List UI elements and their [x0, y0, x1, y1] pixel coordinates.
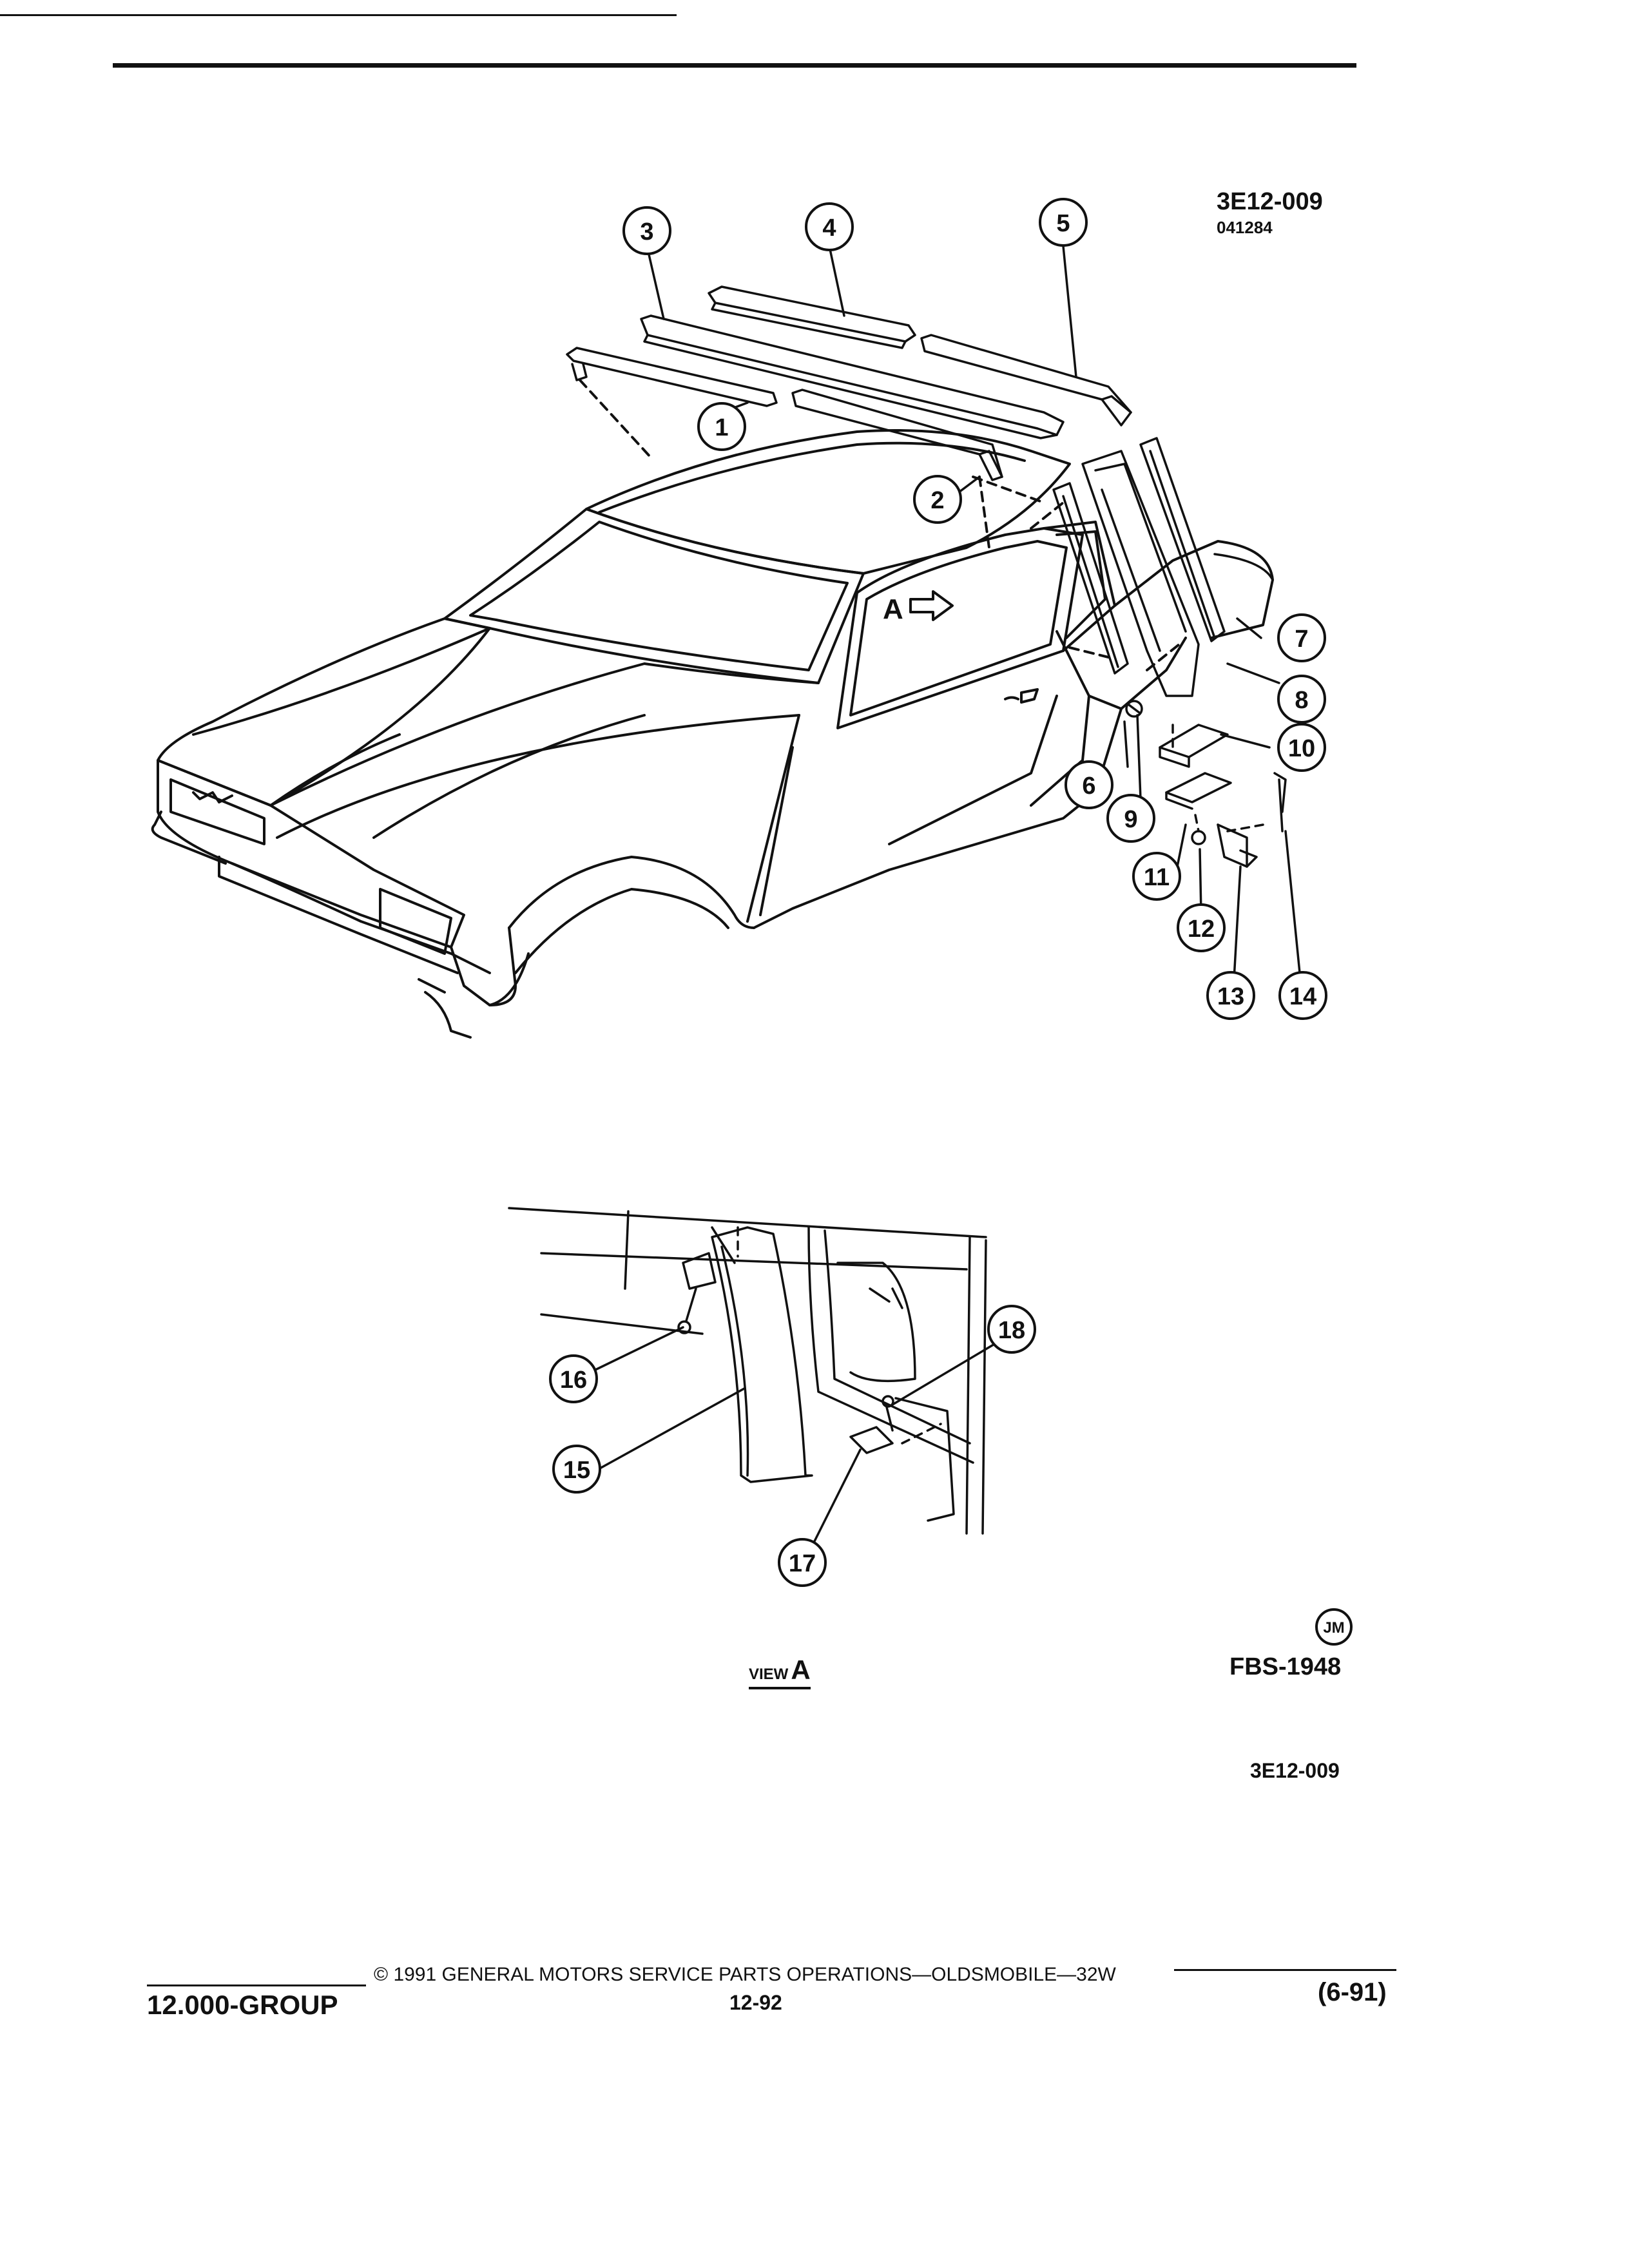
- svg-text:9: 9: [1124, 806, 1137, 833]
- callout-14: 14: [1278, 971, 1327, 1020]
- callout-10: 10: [1277, 723, 1326, 772]
- callout-16: 16: [549, 1354, 598, 1403]
- footer-page: 12-92: [729, 1991, 782, 2014]
- view-a-marker: A: [883, 593, 903, 625]
- svg-text:7: 7: [1295, 626, 1308, 653]
- svg-text:10: 10: [1288, 735, 1315, 762]
- footer-copyright: © 1991 GENERAL MOTORS SERVICE PARTS OPER…: [374, 1964, 1116, 1985]
- view-a-caption-prefix: VIEW: [749, 1666, 789, 1683]
- jm-stamp: JM: [1315, 1608, 1353, 1646]
- callout-6: 6: [1065, 760, 1113, 809]
- footer-revision: (6-91): [1318, 1978, 1387, 2006]
- svg-text:3: 3: [640, 218, 653, 245]
- view-a-arrow: [909, 590, 954, 621]
- callout-5: 5: [1039, 198, 1088, 247]
- svg-text:15: 15: [563, 1457, 590, 1484]
- stamp-code: FBS-1948: [1229, 1653, 1342, 1680]
- svg-text:5: 5: [1056, 210, 1070, 237]
- hardware: [1125, 700, 1287, 868]
- car-body-outline: [151, 379, 1274, 1039]
- callout-3: 3: [622, 206, 671, 255]
- svg-text:14: 14: [1289, 983, 1316, 1010]
- drawing-date: 041284: [1217, 218, 1273, 237]
- header-rule: [113, 63, 1356, 68]
- svg-text:6: 6: [1082, 773, 1095, 800]
- svg-text:2: 2: [930, 487, 944, 514]
- callout-9: 9: [1106, 794, 1155, 843]
- svg-text:18: 18: [998, 1317, 1025, 1344]
- callout-7: 7: [1277, 613, 1326, 662]
- drawing-code: 3E12-009: [1217, 188, 1323, 215]
- svg-text:13: 13: [1217, 983, 1244, 1010]
- callout-1: 1: [697, 402, 746, 451]
- svg-text:12: 12: [1188, 916, 1215, 943]
- pillar-moldings: [1052, 437, 1274, 697]
- footer-rule-left: [147, 1984, 366, 1986]
- figure-code: 3E12-009: [1250, 1759, 1340, 1782]
- callout-13: 13: [1206, 971, 1255, 1020]
- callout-12: 12: [1177, 903, 1226, 952]
- footer-rule-right: [1174, 1969, 1396, 1971]
- callout-4: 4: [805, 202, 854, 251]
- svg-text:1: 1: [715, 414, 728, 441]
- callout-8: 8: [1277, 675, 1326, 724]
- callout-17: 17: [778, 1538, 827, 1587]
- view-a-caption-letter: A: [791, 1655, 811, 1685]
- svg-text:8: 8: [1295, 687, 1308, 714]
- view-a-caption: VIEWA: [749, 1655, 811, 1689]
- svg-text:JM: JM: [1323, 1619, 1344, 1637]
- svg-text:16: 16: [560, 1367, 587, 1394]
- svg-text:4: 4: [822, 215, 836, 242]
- callout-18: 18: [987, 1305, 1036, 1354]
- view-a-detail: [508, 1207, 997, 1567]
- footer-group: 12.000-GROUP: [147, 1990, 338, 2020]
- roof-moldings: [566, 285, 1132, 481]
- svg-text:17: 17: [789, 1550, 816, 1577]
- svg-text:11: 11: [1144, 864, 1170, 891]
- callout-2: 2: [913, 475, 962, 524]
- callout-15: 15: [552, 1445, 601, 1494]
- callout-11: 11: [1132, 852, 1181, 901]
- top-margin-rule: [0, 14, 677, 16]
